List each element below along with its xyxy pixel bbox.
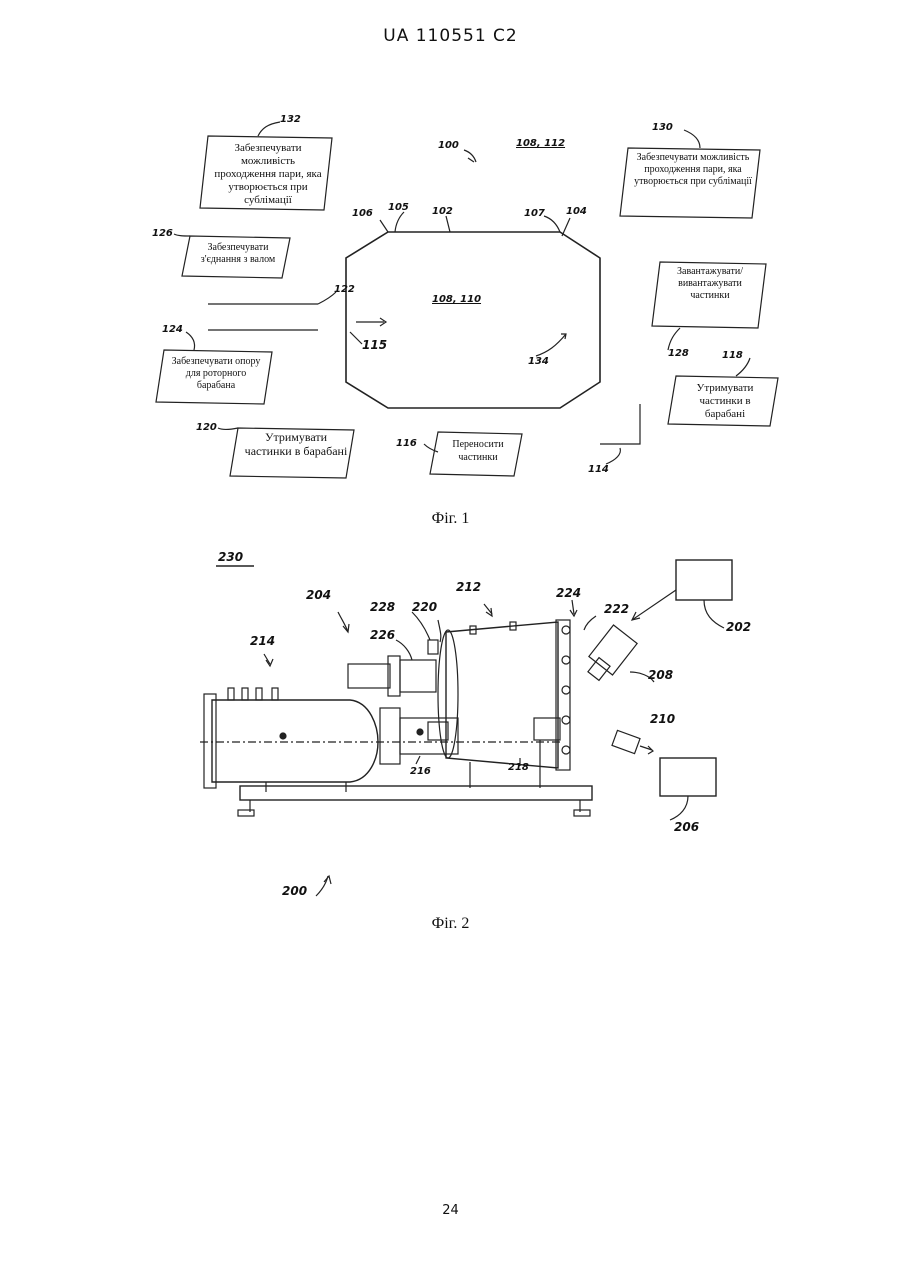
ref-210: 210: [650, 712, 675, 726]
ref-228: 228: [370, 600, 395, 614]
ref-224: 224: [556, 586, 581, 600]
figure-2-caption: Фіг. 2: [0, 915, 901, 933]
ref-220: 220: [412, 600, 437, 614]
drum-212: [446, 622, 558, 768]
outlet-222: [589, 625, 637, 675]
drum-octagon: [346, 232, 600, 408]
ref-130: 130: [652, 122, 673, 133]
ref-102: 102: [432, 206, 453, 217]
ref-206: 206: [674, 820, 699, 834]
ref-218: 218: [508, 762, 529, 773]
ref-208: 208: [648, 668, 673, 682]
figure-1-caption: Фіг. 1: [0, 510, 901, 528]
ref-222: 222: [604, 602, 629, 616]
ref-120: 120: [196, 422, 217, 433]
box-124-text: Забезпечувати опору для роторного бараба…: [166, 356, 266, 392]
box-132-text: Забезпечувати можливість проходження пар…: [212, 142, 324, 207]
box-206: [660, 758, 716, 796]
ref-124: 124: [162, 324, 183, 335]
ref-115: 115: [362, 338, 387, 352]
box-202: [676, 560, 732, 600]
ref-132: 132: [280, 114, 301, 125]
box-130-text: Забезпечувати можливість проходження пар…: [632, 152, 754, 188]
ref-204: 204: [306, 588, 331, 602]
ref-126: 126: [152, 228, 173, 239]
ref-108-110: 108, 110: [432, 294, 481, 305]
box-116-text: Переносити частинки: [440, 438, 516, 464]
box-118-text: Утримувати частинки в барабані: [680, 382, 770, 421]
box-120-text: Утримувати частинки в барабані: [244, 430, 348, 458]
ref-100: 100: [438, 140, 459, 151]
ref-216: 216: [410, 766, 431, 777]
ref-128: 128: [668, 348, 689, 359]
ref-104: 104: [566, 206, 587, 217]
base-frame: [240, 786, 592, 800]
ref-122: 122: [334, 284, 355, 295]
page-number: 24: [0, 1203, 901, 1218]
box-128-text: Завантажувати/ вивантажувати частинки: [662, 266, 758, 302]
ref-106: 106: [352, 208, 373, 219]
ref-200: 200: [282, 884, 307, 898]
ref-118: 118: [722, 350, 743, 361]
box-126-text: Забезпечувати з'єднання з валом: [192, 242, 284, 266]
ref-134: 134: [528, 356, 549, 367]
ref-114: 114: [588, 464, 609, 475]
cylinder-214: [212, 700, 378, 782]
ref-202: 202: [726, 620, 751, 634]
component-210: [612, 730, 640, 753]
ref-107: 107: [524, 208, 545, 219]
ref-108-112: 108, 112: [516, 138, 565, 149]
ref-230: 230: [218, 550, 243, 564]
ref-226: 226: [370, 628, 395, 642]
ref-105: 105: [388, 202, 409, 213]
ref-212: 212: [456, 580, 481, 594]
ref-116: 116: [396, 438, 417, 449]
ref-214: 214: [250, 634, 275, 648]
